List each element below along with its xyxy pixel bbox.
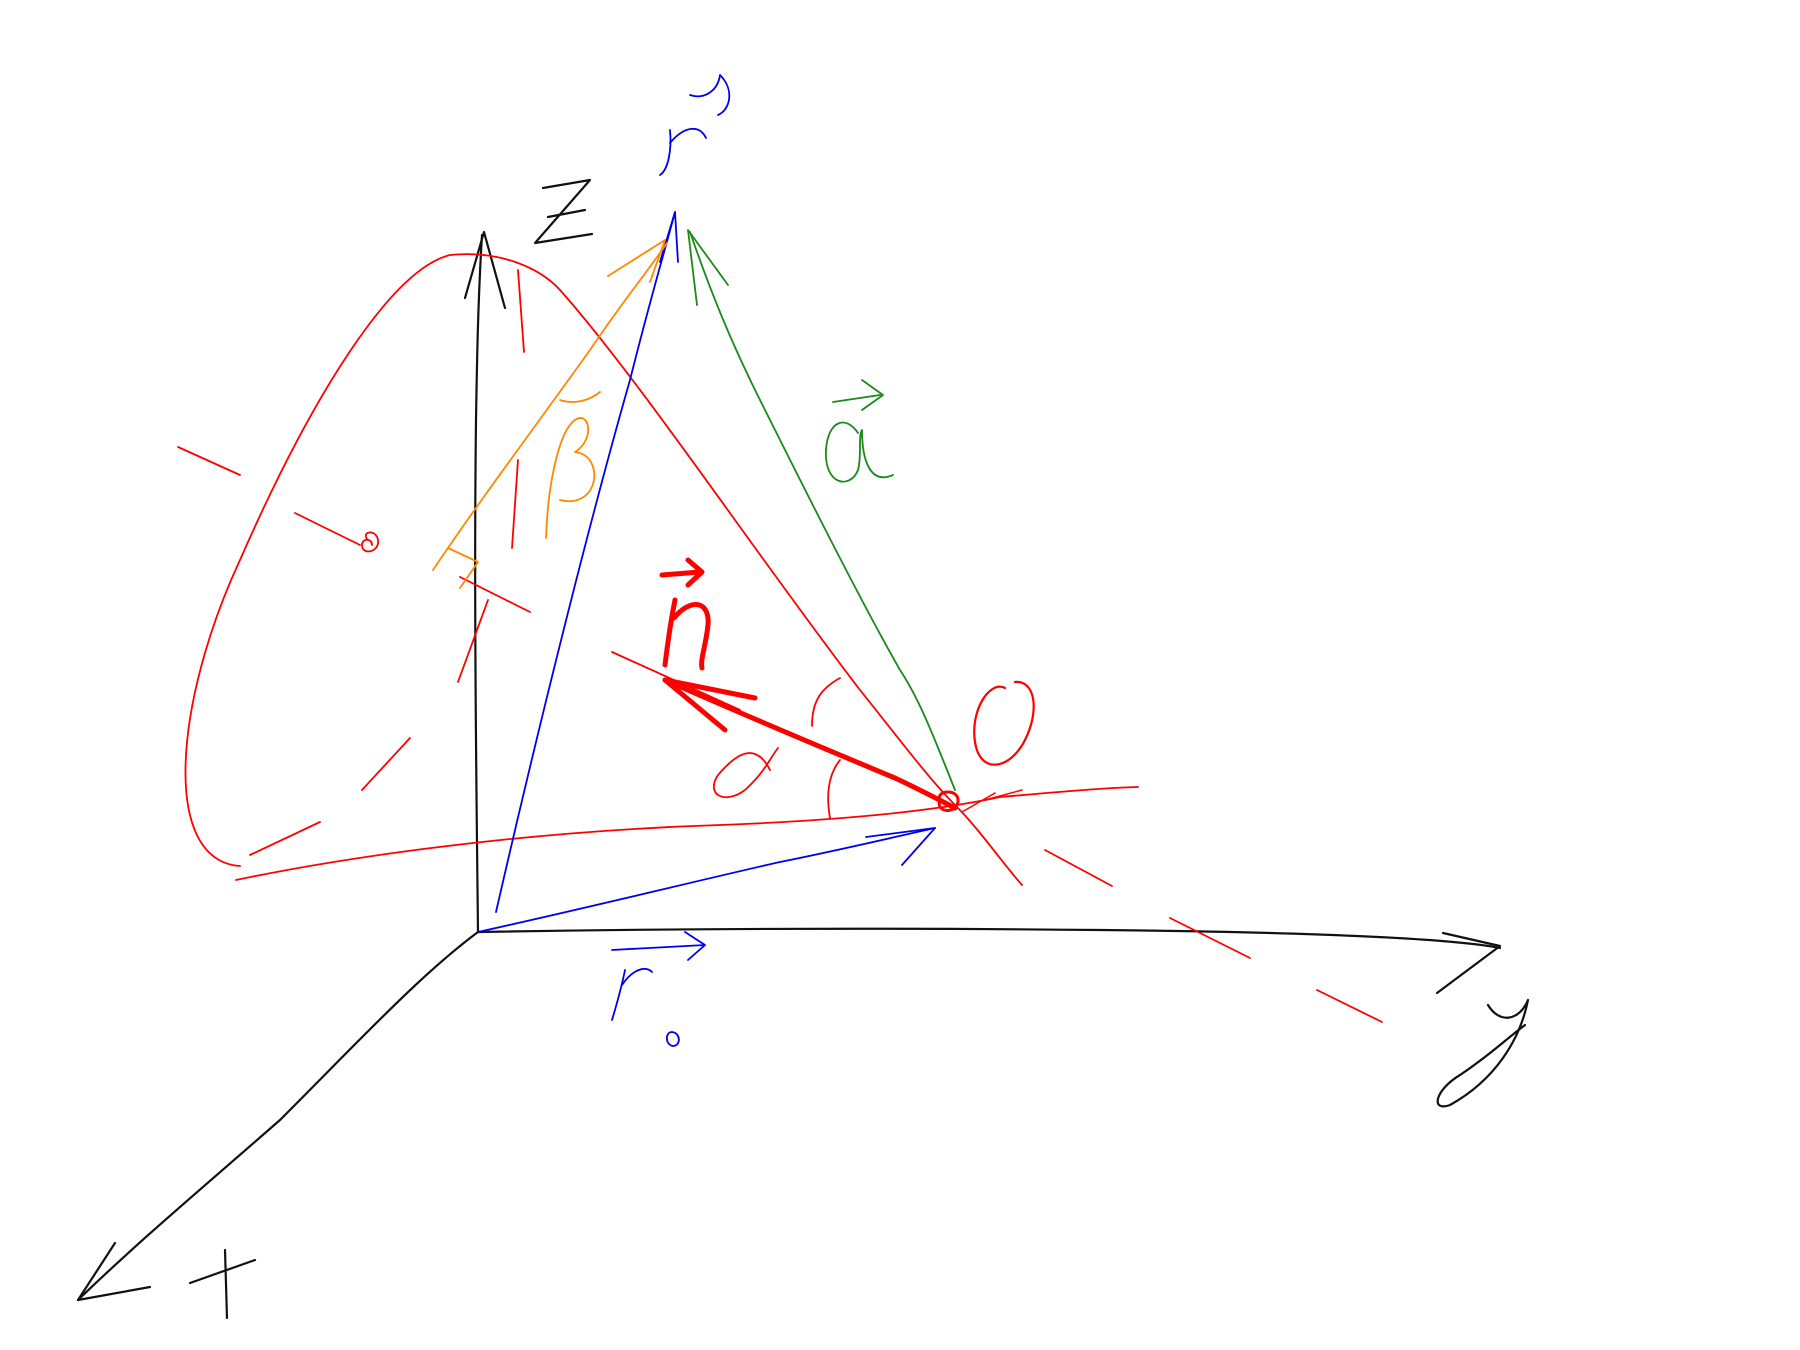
coordinate-axes	[76, 230, 1502, 1302]
vector-r	[495, 211, 679, 913]
vector-arrow-icon	[611, 931, 706, 961]
x-axis-arrowhead	[76, 1241, 152, 1302]
cone-axis-dash-5	[1044, 849, 1113, 887]
cone-base-center	[361, 531, 379, 553]
vector-a-arrowhead	[687, 229, 729, 306]
cone-hidden-dash-2	[511, 459, 519, 549]
cone-hidden-dash-5	[249, 821, 321, 856]
cone-axis-dash-2	[294, 512, 361, 546]
axis-label-z: z	[533, 178, 594, 245]
label-a: a	[825, 379, 894, 483]
label-b: β	[545, 391, 601, 539]
y-axis	[476, 927, 1502, 950]
angle-arc-outer	[811, 677, 841, 727]
cone-generator-dash	[961, 789, 1023, 813]
angle-arc-inner	[827, 759, 841, 819]
cone	[177, 253, 1383, 1023]
right-angle-mark	[447, 547, 479, 589]
vector-n-arrowhead	[662, 677, 758, 733]
vector-r0	[477, 827, 936, 933]
cone-axis-dash-6	[1169, 917, 1251, 959]
vector-arrow-icon	[659, 557, 705, 588]
vector-arrow-icon	[559, 391, 601, 403]
label-alpha: α	[712, 747, 779, 799]
vector-arrow-icon	[832, 379, 884, 411]
cone-axis-dash-7	[1316, 989, 1383, 1023]
axis-label-x: x	[188, 1248, 257, 1320]
cone-axis-dash-1	[177, 446, 241, 476]
label-origin-O: O	[973, 680, 1035, 766]
axis-label-y: y	[1436, 998, 1530, 1108]
z-axis	[474, 233, 484, 934]
x-axis	[76, 930, 480, 1302]
vector-a	[687, 229, 956, 791]
y-axis-arrowhead	[1435, 931, 1502, 995]
cone-hidden-dash-1	[517, 269, 525, 353]
vector-arrow-icon	[689, 74, 731, 116]
label-n: n	[659, 557, 711, 671]
vector-r0-arrowhead	[865, 827, 936, 866]
cone-lower-generator	[235, 786, 1139, 881]
label-r0: r 0	[611, 931, 706, 1047]
cone-axis-dash-3	[459, 576, 531, 613]
vector-n	[662, 677, 960, 819]
cone-hidden-dash-3	[457, 599, 489, 683]
label-r: r	[659, 74, 731, 176]
z-axis-arrowhead	[463, 230, 507, 310]
label-r0-subscript	[665, 1031, 680, 1047]
vector-b-arrowhead	[607, 239, 666, 283]
cone-base-ellipse	[184, 253, 561, 867]
cone-upper-generator	[559, 289, 1023, 886]
vector-b	[432, 239, 668, 589]
cone-hidden-dash-4	[361, 737, 411, 791]
point-O-dot	[937, 790, 960, 812]
